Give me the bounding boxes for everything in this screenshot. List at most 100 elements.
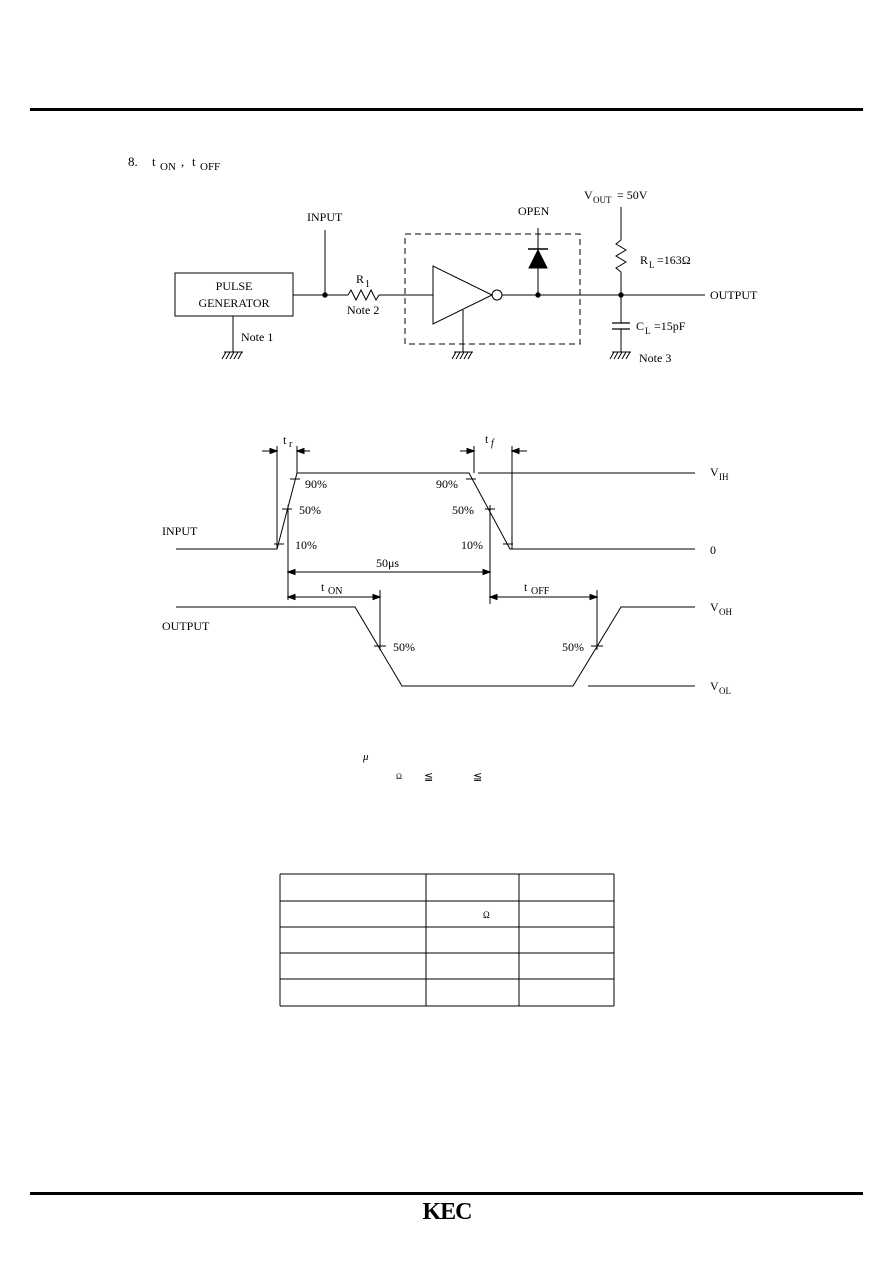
header-rule — [30, 108, 863, 111]
out-fall-50-label: 50% — [393, 640, 415, 654]
width-arrowhead-left — [286, 568, 296, 576]
section-comma: , — [181, 154, 184, 169]
ground-hatch — [609, 351, 615, 360]
input-node-dot — [322, 292, 328, 298]
r1-sub: 1 — [365, 279, 370, 290]
kec-logo-text: KEC — [422, 1199, 471, 1225]
circuit-labels: INPUT PULSE GENERATOR Note 1 R 1 Note 2 … — [198, 188, 758, 365]
section-number: 8. — [128, 154, 138, 169]
vout-value: = 50V — [617, 188, 648, 202]
rise-90-label: 90% — [305, 477, 327, 491]
ton-arrowhead-left — [286, 593, 296, 601]
ground-hatch — [625, 351, 631, 360]
omega-glyph: Ω — [396, 772, 402, 781]
width-arrowhead-right — [482, 568, 492, 576]
vout-sub: OUT — [593, 195, 612, 205]
zero-label: 0 — [710, 543, 716, 557]
timing-output-label: OUTPUT — [162, 619, 210, 633]
timing-input-label: INPUT — [162, 524, 198, 538]
cl-label: C — [636, 319, 644, 333]
rise-10-label: 10% — [295, 538, 317, 552]
circuit-input-label: INPUT — [307, 210, 343, 224]
le-glyph-1: ≦ — [424, 771, 433, 783]
fall-10-label: 10% — [461, 538, 483, 552]
pulse-generator-label-1: PULSE — [216, 279, 253, 293]
toff-label: t — [524, 580, 528, 594]
ground-hatch — [451, 351, 457, 360]
ground-hatch — [225, 351, 231, 360]
open-label: OPEN — [518, 204, 550, 218]
notes-fragments: μ Ω ≦ ≦ — [362, 751, 482, 783]
voh-sub: OH — [719, 607, 732, 617]
ground-hatch — [237, 351, 243, 360]
out-rise-50-label: 50% — [562, 640, 584, 654]
note1-label: Note 1 — [241, 330, 273, 344]
footer-rule — [30, 1192, 863, 1195]
input-waveform — [176, 472, 695, 550]
ground-hatch — [613, 351, 619, 360]
ground-hatch — [455, 351, 461, 360]
kec-logo: KEC — [422, 1199, 472, 1225]
ground-hatch — [233, 351, 239, 360]
ground-hatch — [229, 351, 235, 360]
ground-hatch — [621, 351, 627, 360]
r1-label: R — [356, 272, 364, 286]
vol-label: V — [710, 679, 719, 693]
tr-label: t — [283, 433, 287, 447]
tr-arrowhead-right — [295, 447, 305, 455]
voh-label: V — [710, 600, 719, 614]
rl-label: R — [640, 253, 648, 267]
ground-hatch — [221, 351, 227, 360]
device-dashed-box — [404, 233, 581, 345]
rl-value: =163Ω — [657, 253, 691, 267]
vih-sub: IH — [719, 472, 729, 482]
vout-label: V — [584, 188, 593, 202]
timing-diagram — [176, 446, 695, 687]
output-waveform — [176, 606, 695, 687]
circuit-output-label: OUTPUT — [710, 288, 758, 302]
fall-90-label: 90% — [436, 477, 458, 491]
rl-sub: L — [649, 260, 655, 270]
ton-arrowhead-right — [372, 593, 382, 601]
cl-sub: L — [645, 326, 651, 336]
tr-arrowhead-left — [269, 447, 279, 455]
section-on-sub: ON — [160, 161, 176, 173]
ton-sub: ON — [328, 586, 342, 597]
diode-body — [528, 248, 548, 269]
section-off-sub: OFF — [200, 161, 220, 173]
cl-value: =15pF — [654, 319, 686, 333]
ground-hatch — [459, 351, 465, 360]
note3-label: Note 3 — [639, 351, 671, 365]
inverter-bubble — [491, 289, 503, 301]
section-heading: 8. t ON , t OFF — [128, 154, 220, 173]
tr-sub: r — [289, 439, 293, 450]
toff-arrowhead-left — [488, 593, 498, 601]
ground-hatch — [617, 351, 623, 360]
rise-50-label: 50% — [299, 503, 321, 517]
inverter-triangle — [432, 265, 494, 325]
ton-label: t — [321, 580, 325, 594]
vol-sub: OL — [719, 686, 731, 696]
test-circuit — [174, 207, 705, 360]
ground-hatch — [463, 351, 469, 360]
ground-hatch — [467, 351, 473, 360]
toff-arrowhead-right — [589, 593, 599, 601]
section-t-off: t — [192, 154, 196, 169]
tf-arrowhead-left — [466, 447, 476, 455]
toff-sub: OFF — [531, 586, 550, 597]
vih-label: V — [710, 465, 719, 479]
mu-glyph: μ — [362, 751, 369, 763]
condition-table — [279, 873, 615, 1007]
r1-resistor — [347, 288, 380, 302]
pulse-generator-label-2: GENERATOR — [198, 296, 269, 310]
le-glyph-2: ≦ — [473, 771, 482, 783]
note2-label: Note 2 — [347, 303, 379, 317]
tf-arrowhead-right — [510, 447, 520, 455]
rl-resistor — [615, 239, 627, 273]
tf-sub: f — [491, 438, 495, 449]
section-t-on: t — [152, 154, 156, 169]
table-cell-omega: Ω — [483, 910, 490, 920]
pulse-width-label: 50μs — [376, 556, 399, 570]
tf-label: t — [485, 432, 489, 446]
